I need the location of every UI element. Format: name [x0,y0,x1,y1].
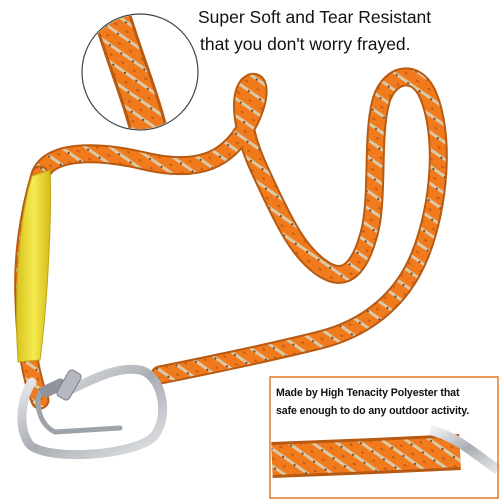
detail-caption-line-1: Made by High Tenacity Polyester that [276,387,460,399]
carabiner [17,364,168,460]
detail-caption: Made by High Tenacity Polyester that saf… [276,384,500,420]
headline-line-1: Super Soft and Tear Resistant [198,7,432,27]
headline-line-2: that you don't worry frayed. [200,34,411,54]
headline: Super Soft and Tear Resistant that you d… [198,4,498,58]
rope-closeup-inset [81,13,199,131]
rope-detail-inset [269,376,500,499]
detail-caption-line-2: safe enough to do any outdoor activity. [276,405,470,417]
yellow-sleeve [16,169,51,363]
screw-gate [56,369,82,401]
rope [14,67,448,410]
